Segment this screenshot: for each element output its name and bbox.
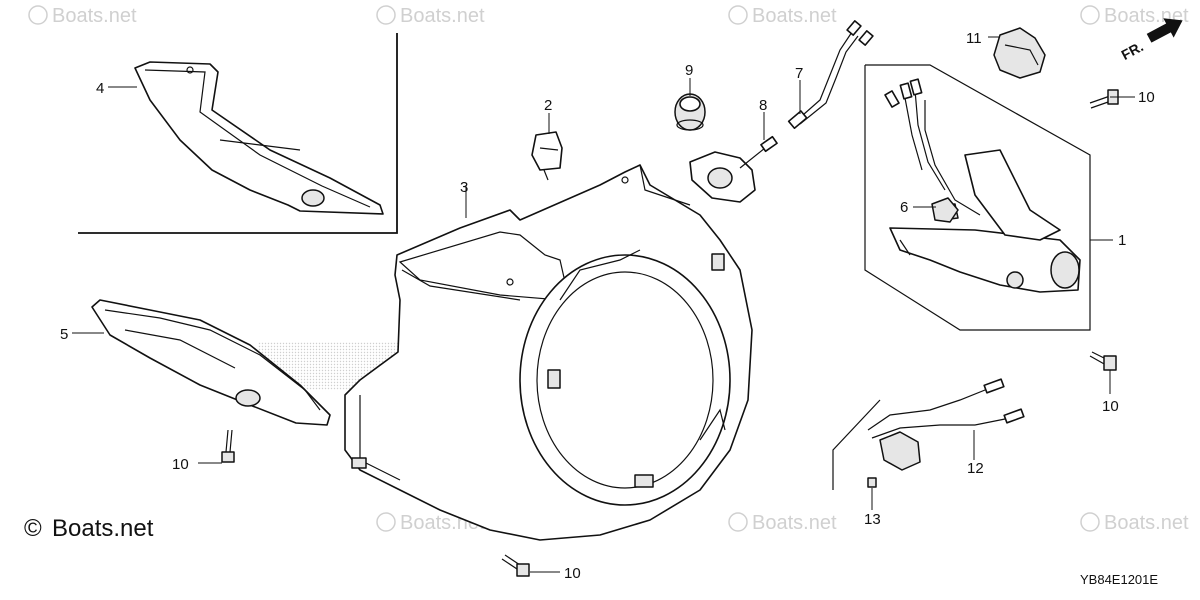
part-12-switch bbox=[832, 378, 1025, 490]
copyright-branding: © Boats.net bbox=[24, 515, 154, 542]
part-4-upper-cover bbox=[134, 61, 384, 215]
watermark-bottom-right: Boats.net bbox=[728, 512, 837, 534]
bolt-10-top-right bbox=[1089, 89, 1119, 109]
copyright-symbol: © bbox=[24, 515, 42, 542]
part-4-frame bbox=[78, 33, 398, 234]
bolt-10-left bbox=[221, 429, 235, 463]
leader-lines bbox=[72, 36, 1135, 573]
callout-10-top-right: 10 bbox=[1138, 89, 1155, 106]
part-1-assembly bbox=[864, 64, 1091, 331]
part-11-clamp bbox=[993, 27, 1046, 79]
watermark-text: Boats.net bbox=[52, 5, 137, 27]
callout-9: 9 bbox=[685, 62, 693, 79]
copyright-text: Boats.net bbox=[52, 515, 154, 542]
watermark-text: Boats.net bbox=[1104, 512, 1189, 534]
callout-3: 3 bbox=[460, 179, 468, 196]
callout-4: 4 bbox=[96, 80, 104, 97]
part-7-wire bbox=[787, 20, 874, 130]
callout-1: 1 bbox=[1118, 232, 1126, 249]
callout-10-right: 10 bbox=[1102, 398, 1119, 415]
callout-10-left: 10 bbox=[172, 456, 189, 473]
watermark-text: Boats.net bbox=[752, 5, 837, 27]
callout-7: 7 bbox=[795, 65, 803, 82]
callout-5: 5 bbox=[60, 326, 68, 343]
watermark-bottom-far-right: Boats.net bbox=[1080, 512, 1189, 534]
part-8-sensor bbox=[689, 135, 778, 203]
part-9-grommet bbox=[674, 93, 706, 131]
part-13-screw bbox=[867, 477, 877, 488]
watermark-text: Boats.net bbox=[400, 5, 485, 27]
watermark-text: Boats.net bbox=[752, 512, 837, 534]
front-direction-label: FR. bbox=[1118, 38, 1145, 63]
part-2-clip bbox=[531, 131, 563, 181]
watermark-top-left: Boats.net bbox=[28, 5, 137, 27]
callout-13: 13 bbox=[864, 511, 881, 528]
callout-6: 6 bbox=[900, 199, 908, 216]
part-5-lower-cover bbox=[91, 299, 331, 426]
bolt-10-bottom bbox=[501, 554, 530, 577]
diagram-code: YB84E1201E bbox=[1080, 572, 1158, 587]
part-6-clip bbox=[931, 197, 959, 223]
part-3-fan-shroud bbox=[344, 164, 753, 541]
callout-2: 2 bbox=[544, 97, 552, 114]
watermark-top-right: Boats.net bbox=[728, 5, 837, 27]
callout-10-bottom: 10 bbox=[564, 565, 581, 582]
watermark-top-mid: Boats.net bbox=[376, 5, 485, 27]
front-arrow-icon bbox=[1146, 18, 1183, 43]
bolt-10-right bbox=[1089, 351, 1117, 371]
callout-11: 11 bbox=[966, 30, 982, 47]
callout-8: 8 bbox=[759, 97, 767, 114]
callout-12: 12 bbox=[967, 460, 984, 477]
